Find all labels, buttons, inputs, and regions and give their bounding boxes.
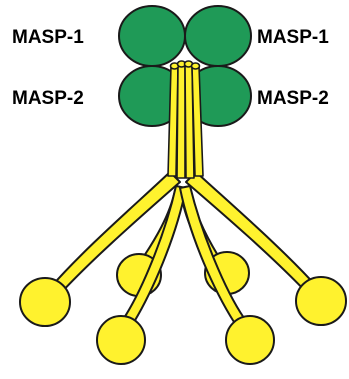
masp-1-pair [119,6,251,66]
label-masp-1-left: MASP-1 [12,27,84,48]
label-masp-1-right: MASP-1 [257,27,329,48]
masp-1-left [119,6,185,66]
head-lower-right [226,316,274,364]
head-lower-left [97,316,145,364]
back-heads [117,252,249,296]
label-masp-2-left: MASP-2 [12,88,84,109]
collagen-bundle [168,61,203,178]
head-far-right [296,277,346,325]
head-far-left [20,278,70,326]
front-heads [20,277,346,364]
label-masp-2-right: MASP-2 [257,88,329,109]
bundle-strand-2 [177,64,185,178]
bundle-cap-4 [192,63,200,69]
masp-1-right [185,6,251,66]
front-stalks [50,172,318,322]
